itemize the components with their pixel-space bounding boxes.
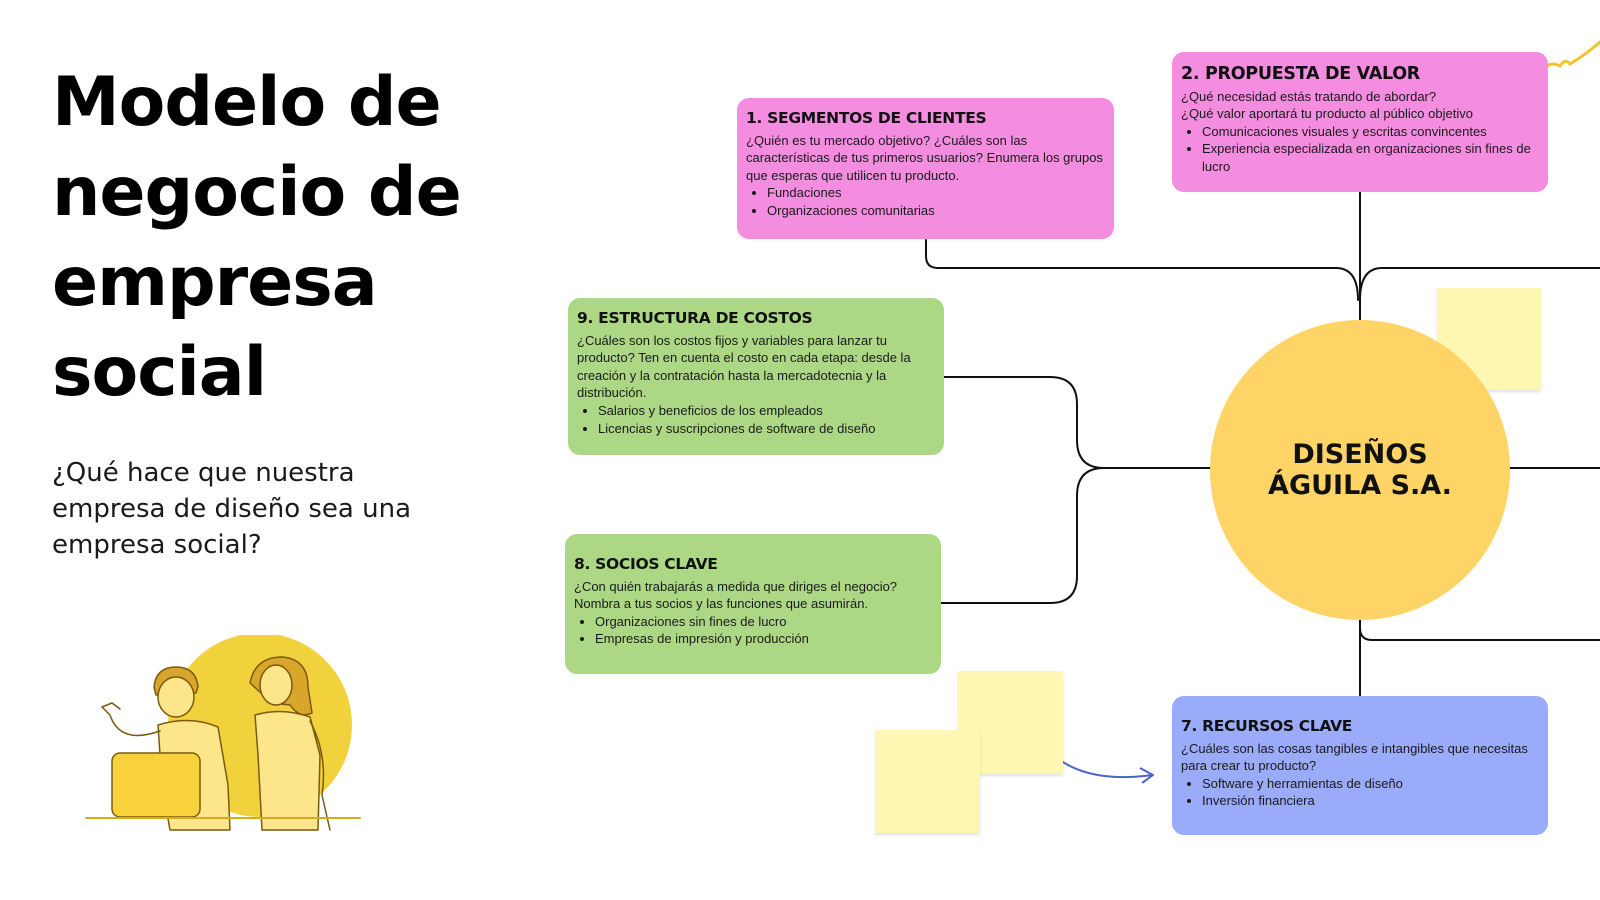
man-arm-raised	[101, 702, 161, 737]
center-label: DISEÑOS ÁGUILA S.A.	[1268, 439, 1452, 501]
laptop-icon	[111, 752, 201, 818]
connector-right-bottom	[1359, 617, 1600, 641]
page-title: Modelo de negocio de empresa social	[52, 63, 462, 412]
card-title: 1. SEGMENTOS DE CLIENTES	[746, 109, 987, 127]
card-propuesta-valor: 2. PROPUESTA DE VALOR ¿Qué necesidad est…	[1172, 52, 1548, 192]
card-text: ¿Con quién trabajarás a medida que dirig…	[574, 578, 898, 612]
list-item: Inversión financiera	[1202, 792, 1538, 810]
card-text: ¿Cuáles son las cosas tangibles e intang…	[1181, 740, 1528, 774]
connector-segmentos	[925, 239, 1359, 301]
card-title: 2. PROPUESTA DE VALOR	[1181, 64, 1420, 84]
connector-socios	[939, 467, 1105, 604]
card-text-line: ¿Qué necesidad estás tratando de abordar…	[1181, 88, 1437, 104]
list-item: Experiencia especializada en organizacio…	[1202, 140, 1538, 175]
list-item: Licencias y suscripciones de software de…	[598, 420, 934, 438]
list-item: Software y herramientas de diseño	[1202, 775, 1538, 793]
man-face	[157, 676, 195, 718]
list-item: Fundaciones	[767, 184, 1104, 202]
card-list: Organizaciones sin fines de lucro Empres…	[574, 613, 931, 648]
team-illustration	[85, 635, 361, 831]
card-list: Software y herramientas de diseño Invers…	[1181, 775, 1538, 810]
card-title: 9. ESTRUCTURA DE COSTOS	[577, 309, 813, 327]
connector-right-top	[1359, 267, 1600, 301]
card-title: 7. RECURSOS CLAVE	[1181, 717, 1353, 735]
list-item: Salarios y beneficios de los empleados	[598, 402, 934, 420]
card-recursos-clave: 7. RECURSOS CLAVE ¿Cuáles son las cosas …	[1172, 696, 1548, 835]
card-list: Fundaciones Organizaciones comunitarias	[746, 184, 1104, 219]
woman-face	[259, 664, 293, 706]
sticky-note	[875, 730, 980, 833]
list-item: Organizaciones sin fines de lucro	[595, 613, 931, 631]
card-segmentos-clientes: 1. SEGMENTOS DE CLIENTES ¿Quién es tu me…	[737, 98, 1114, 239]
list-item: Organizaciones comunitarias	[767, 202, 1104, 220]
card-estructura-costos: 9. ESTRUCTURA DE COSTOS ¿Cuáles son los …	[568, 298, 944, 455]
page-subtitle: ¿Qué hace que nuestra empresa de diseño …	[52, 458, 411, 560]
card-text-line: ¿Qué valor aportará tu producto al públi…	[1181, 106, 1473, 122]
woman-body	[254, 710, 321, 831]
connector-costos	[943, 376, 1213, 469]
card-list: Salarios y beneficios de los empleados L…	[577, 402, 934, 437]
card-title: 8. SOCIOS CLAVE	[574, 555, 718, 573]
card-socios-clave: 8. SOCIOS CLAVE ¿Con quién trabajarás a …	[565, 534, 941, 674]
card-list: Comunicaciones visuales y escritas convi…	[1181, 123, 1538, 176]
curved-arrow-head-right	[1139, 767, 1154, 784]
center-node: DISEÑOS ÁGUILA S.A.	[1210, 320, 1510, 620]
list-item: Empresas de impresión y producción	[595, 630, 931, 648]
card-text: ¿Cuáles son los costos fijos y variables…	[577, 332, 911, 401]
list-item: Comunicaciones visuales y escritas convi…	[1202, 123, 1538, 141]
woman-arm	[309, 720, 331, 831]
card-text: ¿Quién es tu mercado objetivo? ¿Cuáles s…	[746, 132, 1103, 183]
